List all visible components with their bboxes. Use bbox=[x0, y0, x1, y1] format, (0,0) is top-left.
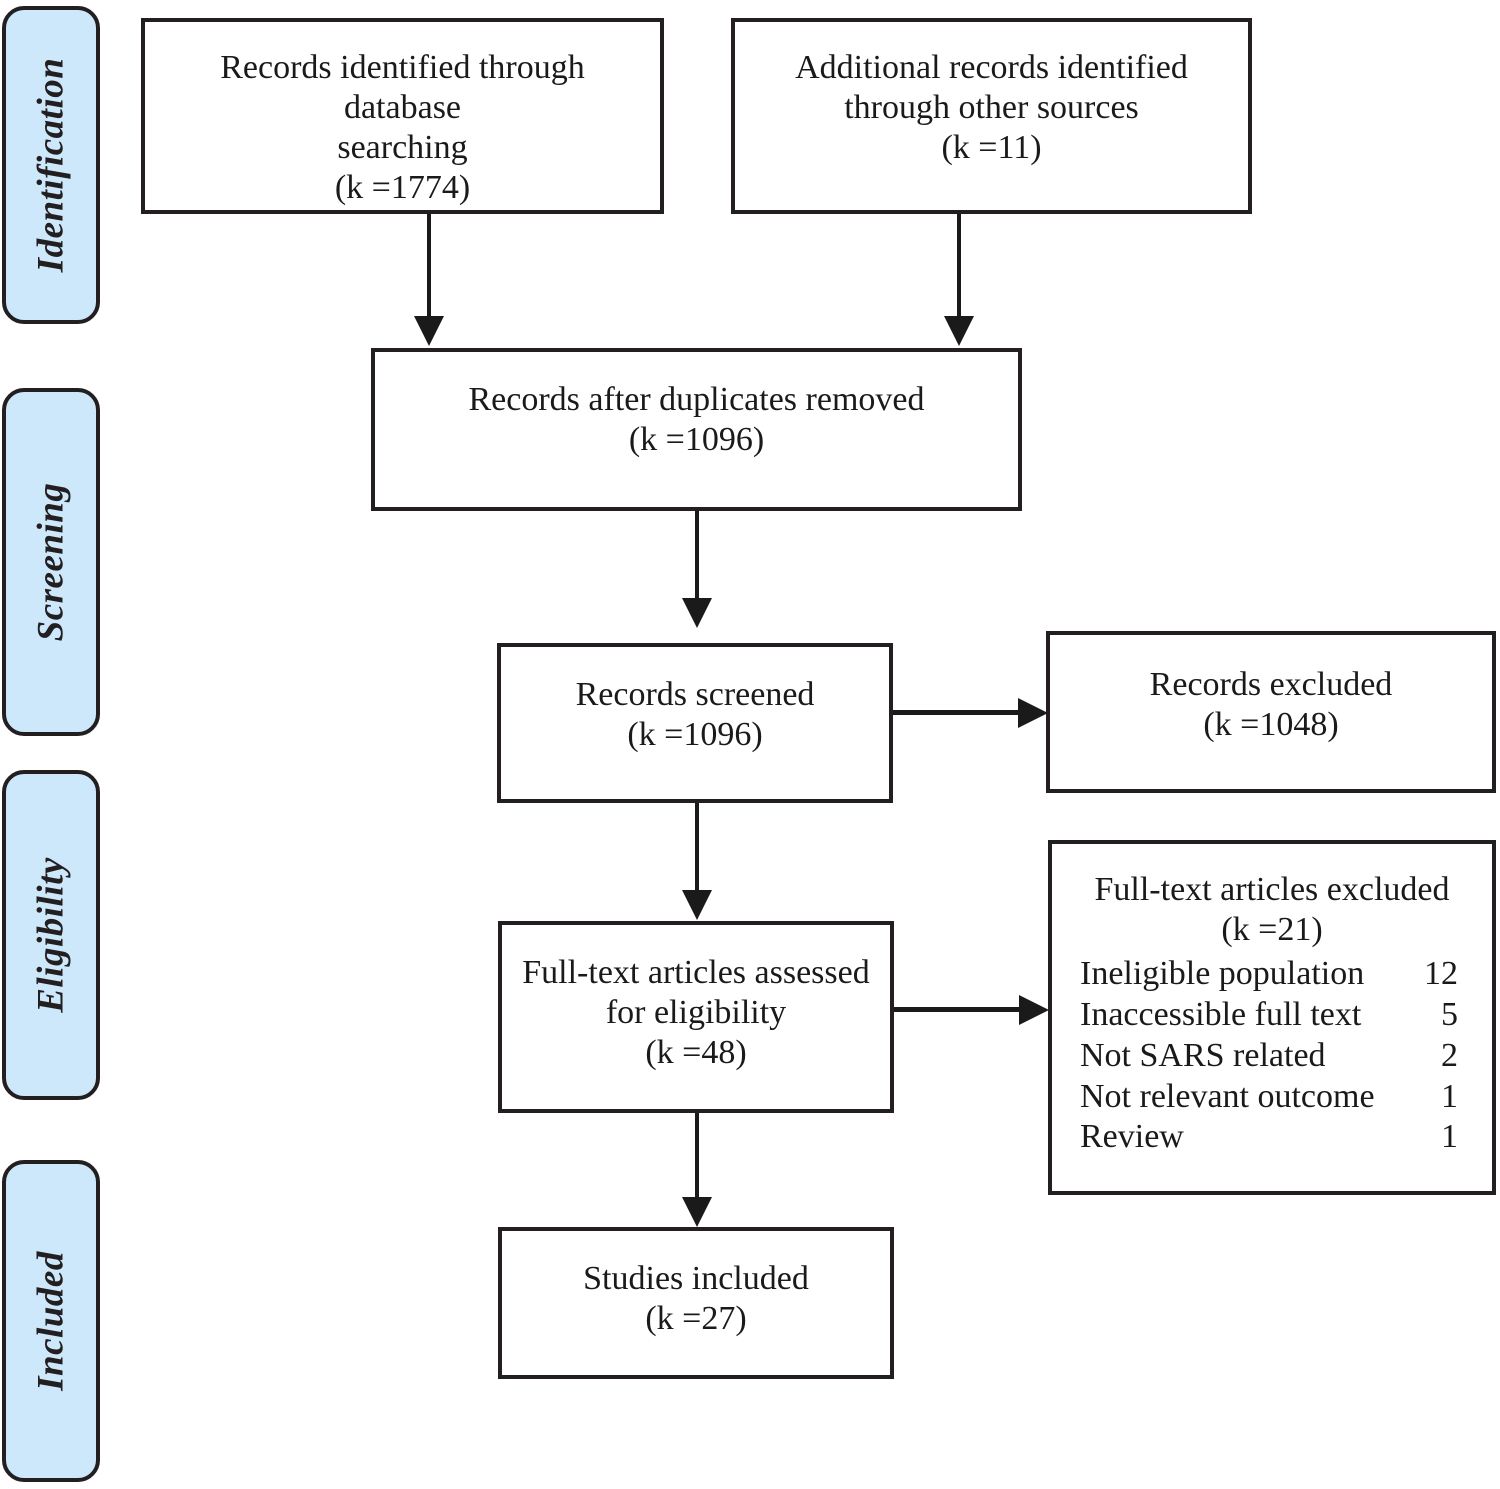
box-records-after-duplicates-removed: Records after duplicates removed (k =109… bbox=[371, 348, 1022, 511]
connector-fulltext-to-studies-included bbox=[695, 1113, 699, 1201]
box-fulltext-excluded: Full-text articles excluded (k =21) Inel… bbox=[1048, 840, 1496, 1195]
box-studies-included: Studies included (k =27) bbox=[498, 1227, 894, 1379]
stage-pill-eligibility: Eligibility bbox=[2, 770, 100, 1100]
reason-label: Inaccessible full text bbox=[1080, 996, 1362, 1034]
reason-label: Ineligible population bbox=[1080, 955, 1365, 993]
arrowhead-fulltext-to-fulltext-excluded bbox=[1019, 995, 1049, 1025]
connector-other-sources-to-duplicates bbox=[957, 214, 961, 319]
box-fulltext-excluded-heading: Full-text articles excluded (k =21) bbox=[1094, 871, 1450, 949]
connector-fulltext-to-fulltext-excluded bbox=[894, 1007, 1022, 1012]
reason-label: Not SARS related bbox=[1080, 1036, 1326, 1074]
reason-row: Not relevant outcome 1 bbox=[1080, 1077, 1458, 1118]
stage-label-identification: Identification bbox=[30, 57, 72, 273]
stage-pill-identification: Identification bbox=[2, 6, 100, 324]
box-records-excluded: Records excluded (k =1048) bbox=[1046, 631, 1496, 793]
reason-count: 2 bbox=[1441, 1036, 1458, 1074]
box-fulltext-assessed: Full-text articles assessed for eligibil… bbox=[498, 921, 894, 1113]
box-records-identified-database-text: Records identified through database sear… bbox=[220, 49, 585, 207]
connector-screened-to-fulltext bbox=[695, 803, 699, 893]
stage-label-eligibility: Eligibility bbox=[30, 857, 72, 1013]
box-fulltext-assessed-text: Full-text articles assessed for eligibil… bbox=[522, 954, 870, 1072]
connector-duplicates-to-screened bbox=[695, 511, 699, 601]
stage-label-included: Included bbox=[30, 1251, 72, 1391]
arrowhead-db-search-to-duplicates bbox=[414, 316, 444, 346]
reason-row: Inaccessible full text 5 bbox=[1080, 995, 1458, 1036]
arrowhead-screened-to-fulltext bbox=[682, 890, 712, 920]
reason-row: Review 1 bbox=[1080, 1117, 1458, 1158]
reason-count: 1 bbox=[1441, 1118, 1458, 1156]
box-records-screened: Records screened (k =1096) bbox=[497, 643, 893, 803]
arrowhead-screened-to-excluded bbox=[1018, 698, 1048, 728]
stage-pill-screening: Screening bbox=[2, 388, 100, 736]
stage-label-screening: Screening bbox=[30, 482, 72, 642]
box-records-identified-database: Records identified through database sear… bbox=[141, 18, 664, 214]
connector-screened-to-excluded bbox=[893, 710, 1021, 715]
box-studies-included-text: Studies included (k =27) bbox=[583, 1260, 809, 1338]
connector-db-search-to-duplicates bbox=[427, 214, 431, 319]
arrowhead-duplicates-to-screened bbox=[682, 598, 712, 628]
box-records-after-duplicates-removed-text: Records after duplicates removed (k =109… bbox=[468, 381, 925, 459]
reason-count: 5 bbox=[1441, 996, 1458, 1034]
stage-pill-included: Included bbox=[2, 1160, 100, 1482]
arrowhead-fulltext-to-studies-included bbox=[682, 1197, 712, 1227]
box-records-excluded-text: Records excluded (k =1048) bbox=[1149, 666, 1393, 744]
reason-label: Not relevant outcome bbox=[1080, 1077, 1375, 1115]
reason-count: 12 bbox=[1424, 955, 1458, 993]
box-records-screened-text: Records screened (k =1096) bbox=[575, 676, 815, 754]
reason-row: Not SARS related 2 bbox=[1080, 1036, 1458, 1077]
reason-count: 1 bbox=[1441, 1077, 1458, 1115]
box-additional-records-other-sources: Additional records identified through ot… bbox=[731, 18, 1252, 214]
box-additional-records-other-sources-text: Additional records identified through ot… bbox=[795, 49, 1188, 167]
arrowhead-other-sources-to-duplicates bbox=[944, 316, 974, 346]
fulltext-excluded-reason-list: Ineligible population 12 Inaccessible fu… bbox=[1052, 950, 1492, 1158]
reason-label: Review bbox=[1080, 1118, 1184, 1156]
reason-row: Ineligible population 12 bbox=[1080, 954, 1458, 995]
